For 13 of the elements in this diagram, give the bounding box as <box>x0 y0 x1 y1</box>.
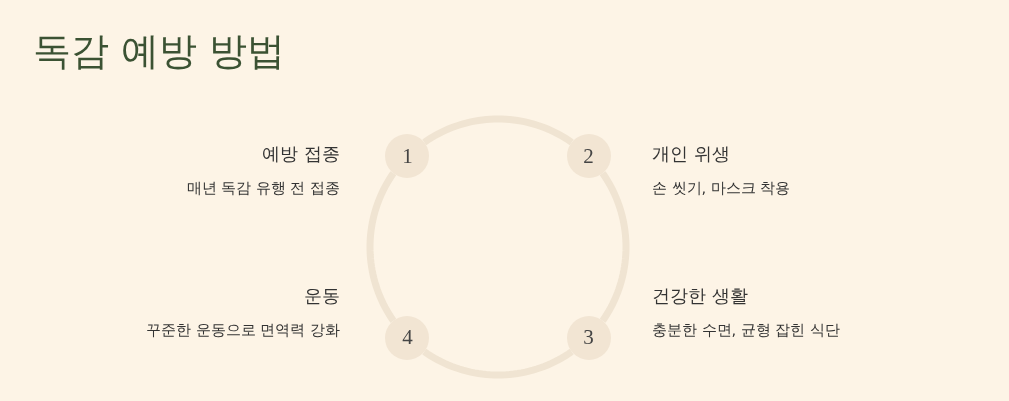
step-description: 충분한 수면, 균형 잡힌 식단 <box>652 321 841 340</box>
step-heading: 운동 <box>304 284 340 308</box>
step-description: 꾸준한 운동으로 면역력 강화 <box>146 321 340 340</box>
step-heading: 건강한 생활 <box>652 284 748 308</box>
step-heading: 예방 접종 <box>262 142 340 166</box>
number-circle: 3 <box>566 315 611 360</box>
step-description: 손 씻기, 마스크 착용 <box>652 179 791 198</box>
step-heading: 개인 위생 <box>652 142 730 166</box>
number-circle: 1 <box>385 134 430 179</box>
number-circle: 2 <box>566 134 611 179</box>
step-description: 매년 독감 유행 전 접종 <box>186 179 340 198</box>
number-circle: 4 <box>385 315 430 360</box>
title: 독감 예방 방법 <box>33 28 286 75</box>
